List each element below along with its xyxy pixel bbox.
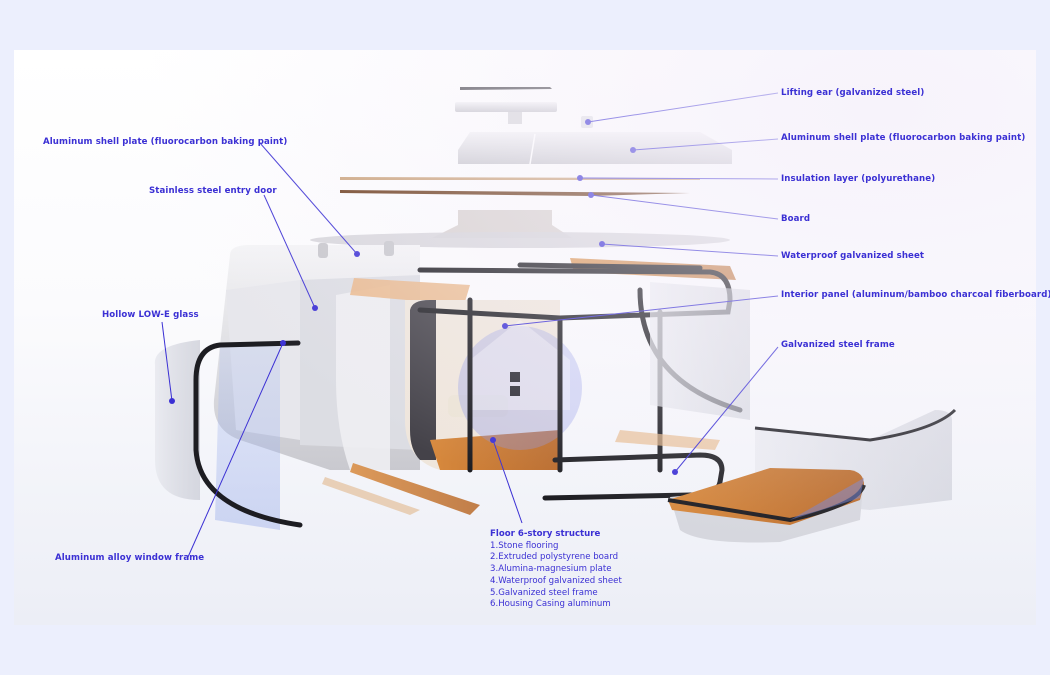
floor-layer-item: 1.Stone flooring — [490, 540, 559, 551]
interior-room — [405, 300, 560, 470]
label-waterproof-sheet: Waterproof galvanized sheet — [781, 251, 925, 261]
board-layer — [340, 190, 690, 196]
low-e-glass-pane — [154, 340, 200, 500]
floor-layer-item: 4.Waterproof galvanized sheet — [490, 575, 622, 586]
floor-structure-title: Floor 6-story structure — [490, 529, 601, 539]
diagram-card — [14, 50, 1036, 625]
label-steel-frame: Galvanized steel frame — [781, 340, 895, 350]
floor-layer-item: 5.Galvanized steel frame — [490, 587, 598, 598]
leader-dots — [169, 119, 678, 475]
top-cap-plate — [460, 87, 552, 90]
floor-layer-item: 2.Extruded polystyrene board — [490, 552, 619, 563]
leader-lines — [161, 92, 779, 558]
aluminum-window-frame — [193, 340, 303, 528]
floor-structure-list: Floor 6-story structure 1.Stone flooring… — [490, 529, 622, 611]
label-entry-door: Stainless steel entry door — [149, 186, 277, 196]
capsule-house-exploded-illustration — [154, 87, 957, 558]
label-window-frame: Aluminum alloy window frame — [55, 553, 205, 563]
label-aluminum-shell-left: Aluminum shell plate (fluorocarbon bakin… — [43, 137, 288, 147]
label-low-e-glass: Hollow LOW-E glass — [102, 310, 199, 320]
label-interior-panel: Interior panel (aluminum/bamboo charcoal… — [781, 290, 1050, 300]
waterproof-sheet-shape — [310, 232, 730, 248]
floor-layer-item: 6.Housing Casing aluminum — [490, 599, 611, 610]
label-lifting-ear: Lifting ear (galvanized steel) — [781, 88, 925, 98]
floor-layer-item: 3.Alumina-magnesium plate — [490, 564, 612, 575]
label-aluminum-shell-right: Aluminum shell plate (fluorocarbon bakin… — [781, 133, 1026, 143]
label-board: Board — [781, 214, 811, 224]
label-insulation: Insulation layer (polyurethane) — [781, 174, 936, 184]
roof-shell-plate — [458, 132, 732, 164]
